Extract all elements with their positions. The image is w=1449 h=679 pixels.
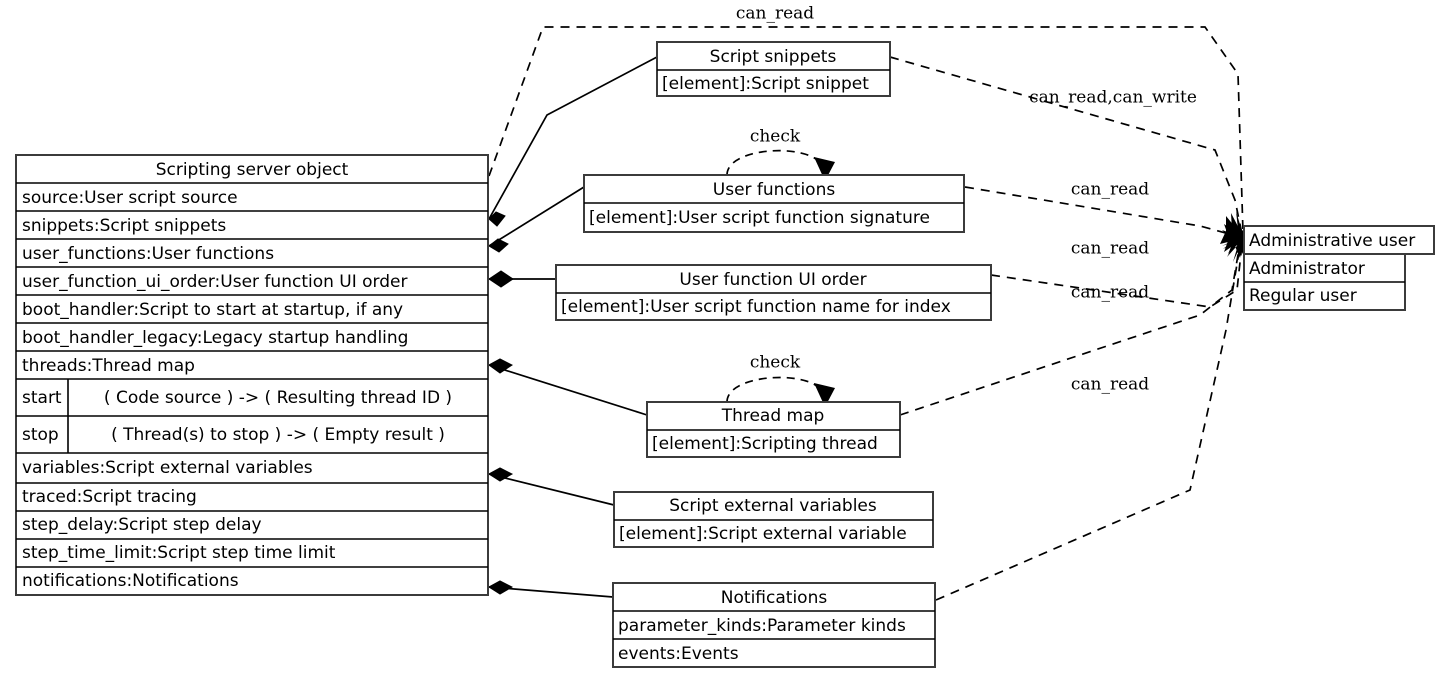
attr-thread-map-element: [element]:Scripting thread — [652, 434, 878, 454]
composition-diamond-notifications — [488, 580, 514, 595]
attr-notifications-parameter-kinds: parameter_kinds:Parameter kinds — [618, 616, 906, 636]
attr-script-snippets-element: [element]:Script snippet — [662, 74, 869, 94]
attr-user-functions-element: [element]:User script function signature — [589, 208, 930, 228]
class-title-thread-map: Thread map — [721, 406, 825, 426]
arrowhead-threadmap-check — [814, 383, 835, 407]
operation-name-start: start — [22, 388, 62, 408]
class-title-user-functions: User functions — [713, 180, 836, 200]
composition-diamond-ui-order — [488, 270, 514, 288]
attr-boot-handler: boot_handler:Script to start at startup,… — [22, 300, 403, 320]
composition-diamond-threads — [488, 358, 513, 374]
operation-signature-stop: ( Thread(s) to stop ) -> ( Empty result … — [111, 425, 445, 445]
edge-compose-threads — [488, 364, 648, 416]
edge-label-check-userfunctions: check — [750, 127, 801, 147]
attr-snippets: snippets:Script snippets — [22, 216, 226, 236]
edge-label-can-read-uiorder: can_read — [1071, 239, 1149, 259]
edge-uiorder-to-admin — [990, 243, 1243, 308]
attr-step-delay: step_delay:Script step delay — [22, 515, 262, 535]
class-title-script-snippets: Script snippets — [710, 47, 837, 67]
edge-label-can-read-notifications: can_read — [1071, 375, 1149, 395]
attr-threads: threads:Thread map — [22, 356, 195, 376]
attr-administrator: Administrator — [1249, 259, 1365, 279]
attr-boot-handler-legacy: boot_handler_legacy:Legacy startup handl… — [22, 328, 408, 348]
class-box-user-function-ui-order[interactable]: User function UI order [element]:User sc… — [555, 264, 992, 321]
class-title-scripting-server-object: Scripting server object — [156, 160, 349, 180]
class-title-script-external-variables: Script external variables — [669, 496, 877, 516]
edge-notifications-to-admin — [935, 245, 1241, 601]
edge-label-can-read-can-write: can_read,can_write — [1029, 88, 1197, 108]
attr-step-time-limit: step_time_limit:Script step time limit — [22, 543, 336, 563]
attr-notifications: notifications:Notifications — [22, 571, 239, 591]
arrowhead-userfunctions-check — [814, 157, 835, 181]
edge-label-can-read-userfunctions: can_read — [1071, 180, 1149, 200]
edge-compose-snippets — [488, 56, 658, 220]
attr-script-external-variables-element: [element]:Script external variable — [619, 524, 907, 544]
attr-user-function-ui-order: user_function_ui_order:User function UI … — [22, 272, 407, 292]
edge-group — [488, 26, 1248, 601]
edge-label-group: can_read can_read,can_write can_read can… — [736, 4, 1197, 395]
edge-label-can-read-threadmap: can_read — [1071, 283, 1149, 303]
edge-threadmap-self-check — [726, 376, 825, 403]
edge-scripting-to-admin-canread — [488, 26, 1244, 233]
class-box-notifications[interactable]: Notifications parameter_kinds:Parameter … — [612, 582, 936, 668]
class-title-user-function-ui-order: User function UI order — [679, 270, 866, 290]
composition-diamond-variables — [488, 467, 514, 482]
attr-notifications-events: events:Events — [618, 644, 739, 664]
edge-compose-user-functions — [488, 186, 585, 247]
attr-variables: variables:Script external variables — [22, 458, 313, 478]
class-title-administrative-user: Administrative user — [1249, 231, 1415, 251]
class-title-notifications: Notifications — [721, 588, 828, 608]
class-box-thread-map[interactable]: Thread map [element]:Scripting thread — [646, 401, 901, 458]
attr-regular-user: Regular user — [1249, 286, 1357, 306]
composition-diamond-user-functions — [488, 238, 509, 253]
attr-user-functions: user_functions:User functions — [22, 244, 274, 264]
class-box-user-functions[interactable]: User functions [element]:User script fun… — [583, 174, 965, 233]
edge-label-can-read-top: can_read — [736, 4, 814, 24]
edge-label-check-threadmap: check — [750, 353, 801, 373]
attr-traced: traced:Script tracing — [22, 487, 197, 507]
class-box-script-external-variables[interactable]: Script external variables [element]:Scri… — [613, 491, 934, 548]
edge-userfunctions-self-check — [726, 149, 825, 176]
operation-signature-start: ( Code source ) -> ( Resulting thread ID… — [104, 388, 452, 408]
class-box-scripting-server-object[interactable]: Scripting server object source:User scri… — [15, 154, 489, 596]
edge-compose-variables — [488, 473, 615, 506]
edge-threadmap-to-admin — [899, 242, 1241, 416]
operation-name-stop: stop — [22, 425, 59, 445]
attr-source: source:User script source — [22, 188, 238, 208]
composition-diamond-snippets — [488, 211, 506, 227]
class-box-script-snippets[interactable]: Script snippets [element]:Script snippet — [656, 41, 891, 97]
class-box-administrative-user[interactable]: Administrative user Administrator Regula… — [1243, 225, 1435, 311]
attr-user-function-ui-order-element: [element]:User script function name for … — [561, 297, 951, 317]
